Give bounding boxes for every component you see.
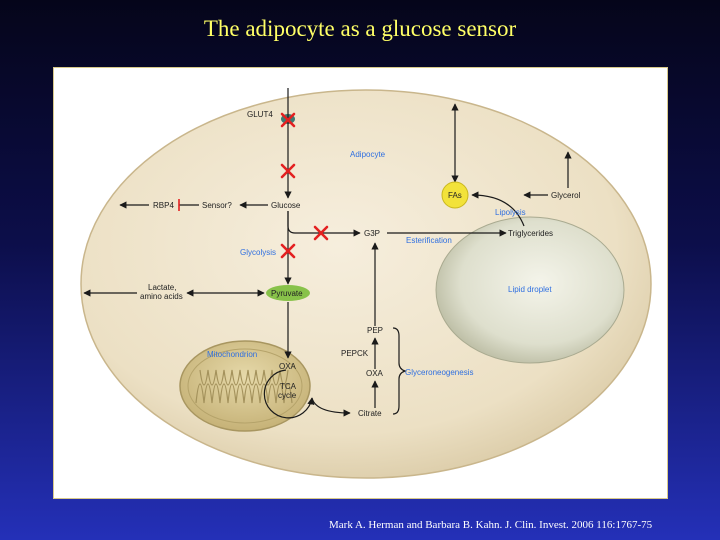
tca-cycle-loop (263, 369, 315, 419)
rbp4-label: RBP4 (153, 201, 174, 210)
lactate-label-line2: amino acids (140, 292, 183, 301)
pepck-label: PEPCK (341, 349, 369, 358)
pathway-diagram: GLUT4 Adipocyte RBP4 Sensor? Glucose G3P… (80, 88, 652, 479)
slide-title: The adipocyte as a glucose sensor (203, 16, 517, 41)
arrow-tca-citrate (311, 397, 351, 417)
block-mark-glut4 (280, 112, 296, 128)
pathway-figure: GLUT4 Adipocyte RBP4 Sensor? Glucose G3P… (53, 67, 668, 499)
tca-label-line2: cycle (278, 391, 297, 400)
block-mark-glycolysis (280, 243, 296, 259)
pep-label: PEP (367, 326, 383, 335)
adipocyte-label: Adipocyte (350, 150, 386, 159)
fas-node (441, 181, 469, 209)
triglycerides-label: Triglycerides (508, 229, 553, 238)
block-mark-g3p (313, 225, 329, 241)
citation: Mark A. Herman and Barbara B. Kahn. J. C… (329, 519, 653, 531)
lactate-label-line1: Lactate, (148, 283, 176, 292)
arrow-triglycerides-fas (471, 191, 525, 227)
pyruvate-node (266, 285, 310, 301)
pyruvate-label: Pyruvate (271, 289, 303, 298)
lipid-droplet (435, 216, 625, 364)
oxa-cyto-label: OXA (366, 369, 384, 378)
fas-label: FAs (448, 191, 462, 200)
glycolysis-label: Glycolysis (240, 248, 276, 257)
mitochondrion (179, 340, 311, 432)
lipolysis-label: Lipolysis (495, 208, 526, 217)
g3p-label: G3P (364, 229, 380, 238)
tca-label-line1: TCA (280, 382, 297, 391)
oxa-mito-label: OXA (279, 362, 297, 371)
block-mark-uptake (280, 163, 296, 179)
mitochondrion-label: Mitochondrion (207, 350, 257, 359)
glyceroneogenesis-label: Glyceroneogenesis (405, 368, 473, 377)
glycerol-label: Glycerol (551, 191, 581, 200)
citrate-label: Citrate (358, 409, 382, 418)
brace-glyceroneogenesis (392, 327, 407, 415)
sensor-label: Sensor? (202, 201, 232, 210)
arrow-glucose-g3p (287, 211, 361, 237)
lipid-droplet-label: Lipid droplet (508, 285, 552, 294)
glucose-label: Glucose (271, 201, 301, 210)
glut4-label: GLUT4 (247, 110, 273, 119)
esterification-label: Esterification (406, 236, 452, 245)
